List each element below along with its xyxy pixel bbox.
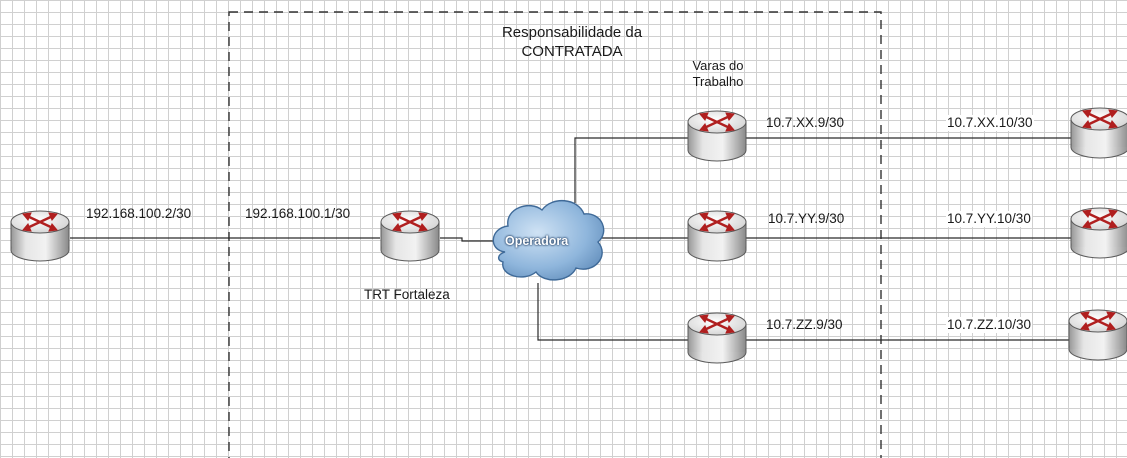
zone-title-line1: Responsabilidade da — [501, 24, 643, 41]
operadora-cloud-icon — [492, 200, 605, 281]
router-icon — [686, 109, 748, 163]
zone-title: Responsabilidade da CONTRATADA — [472, 23, 672, 61]
ip-vara-zz: 10.7.ZZ.9/30 — [766, 317, 843, 332]
router-icon — [1069, 106, 1127, 160]
router-icon — [686, 311, 748, 365]
ip-remote-yy: 10.7.YY.10/30 — [946, 211, 1032, 227]
varas-label-line1: Varas do — [692, 58, 744, 73]
router-icon — [1069, 206, 1127, 260]
varas-label: Varas do Trabalho — [683, 58, 753, 90]
link-cloud-to-vara-zz — [537, 283, 688, 341]
network-links — [70, 137, 1072, 341]
ip-vara-yy: 10.7.YY.9/30 — [768, 211, 845, 226]
link-cloud-to-vara-xx — [574, 137, 688, 203]
router-icon — [1067, 308, 1127, 362]
ip-trt-router: 192.168.100.1/30 — [245, 206, 351, 221]
link-trt-to-cloud — [440, 237, 500, 242]
router-icon — [9, 209, 71, 263]
varas-label-line2: Trabalho — [692, 74, 744, 89]
ip-remote-xx: 10.7.XX.10/30 — [946, 115, 1034, 131]
trt-router-name: TRT Fortaleza — [364, 287, 450, 302]
router-icon — [686, 209, 748, 263]
router-icon — [379, 209, 441, 263]
ip-vara-xx: 10.7.XX.9/30 — [766, 115, 845, 130]
operadora-label: Operadora — [505, 234, 569, 248]
zone-title-line2: CONTRATADA — [521, 43, 623, 60]
ip-left-router: 192.168.100.2/30 — [86, 206, 192, 221]
ip-remote-zz: 10.7.ZZ.10/30 — [946, 317, 1033, 333]
